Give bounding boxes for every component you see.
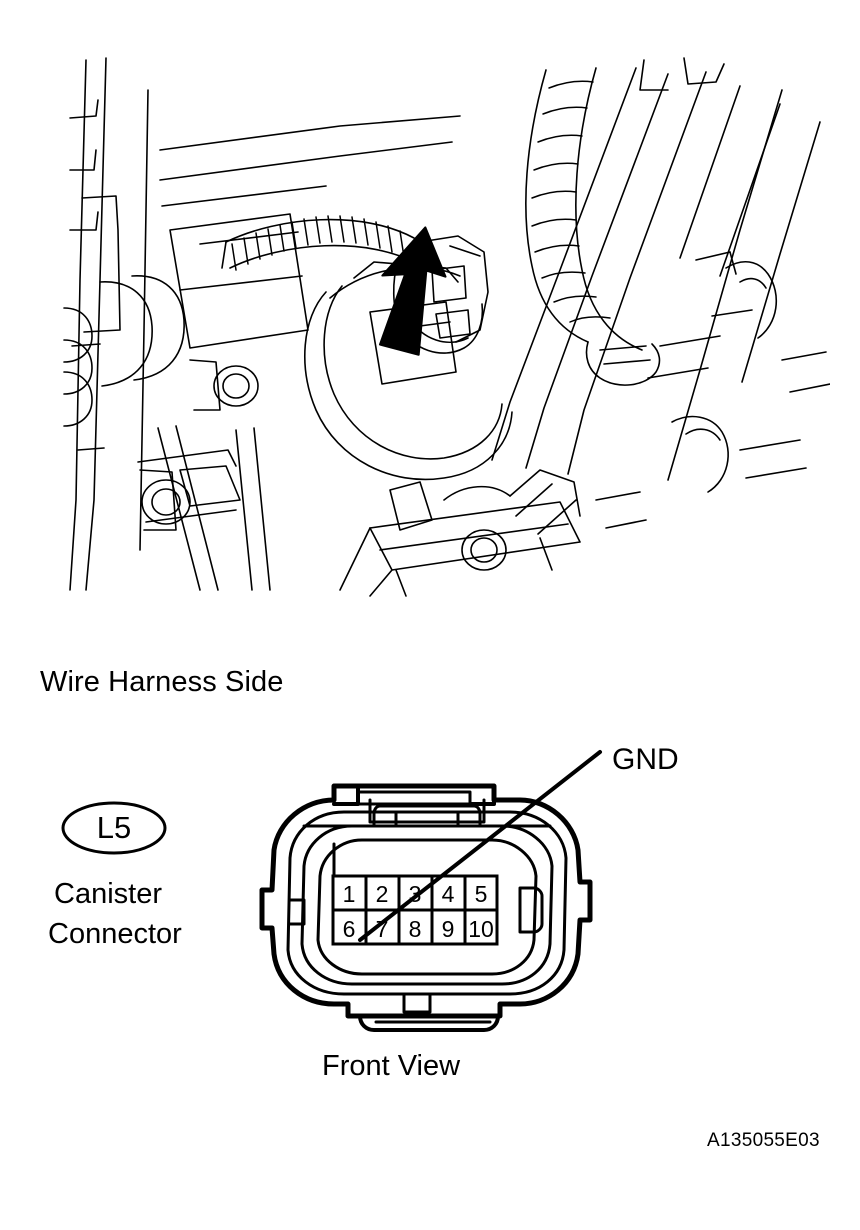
pin-label: 9 (442, 916, 455, 942)
connector-front-view-drawing: 1 2 3 4 5 6 7 8 9 10 (248, 778, 608, 1040)
pin-grid: 1 2 3 4 5 6 7 8 9 10 (331, 874, 499, 946)
connector-name-line-1: Canister (54, 878, 162, 910)
connector-legend: L5 Canister Connector (48, 800, 278, 954)
pin-label: 2 (376, 881, 389, 907)
gnd-callout-label: GND (612, 743, 679, 776)
engine-bay-illustration (40, 30, 830, 610)
front-view-caption: Front View (322, 1050, 461, 1082)
pin-label: 6 (343, 916, 356, 942)
pin-label: 5 (475, 881, 488, 907)
pin-label: 3 (409, 881, 422, 907)
arrow-up-left-icon (378, 226, 447, 356)
connector-code-badge: L5 (60, 800, 168, 856)
figure-code: A135055E03 (707, 1130, 820, 1151)
wire-harness-side-title: Wire Harness Side (40, 666, 284, 698)
pin-label: 4 (442, 881, 455, 907)
pin-label: 1 (343, 881, 356, 907)
connector-name-line-2: Connector (48, 918, 182, 950)
connector-code-label: L5 (96, 810, 132, 845)
pin-label: 7 (376, 916, 389, 942)
pin-label: 8 (409, 916, 422, 942)
pin-label: 10 (468, 916, 494, 942)
